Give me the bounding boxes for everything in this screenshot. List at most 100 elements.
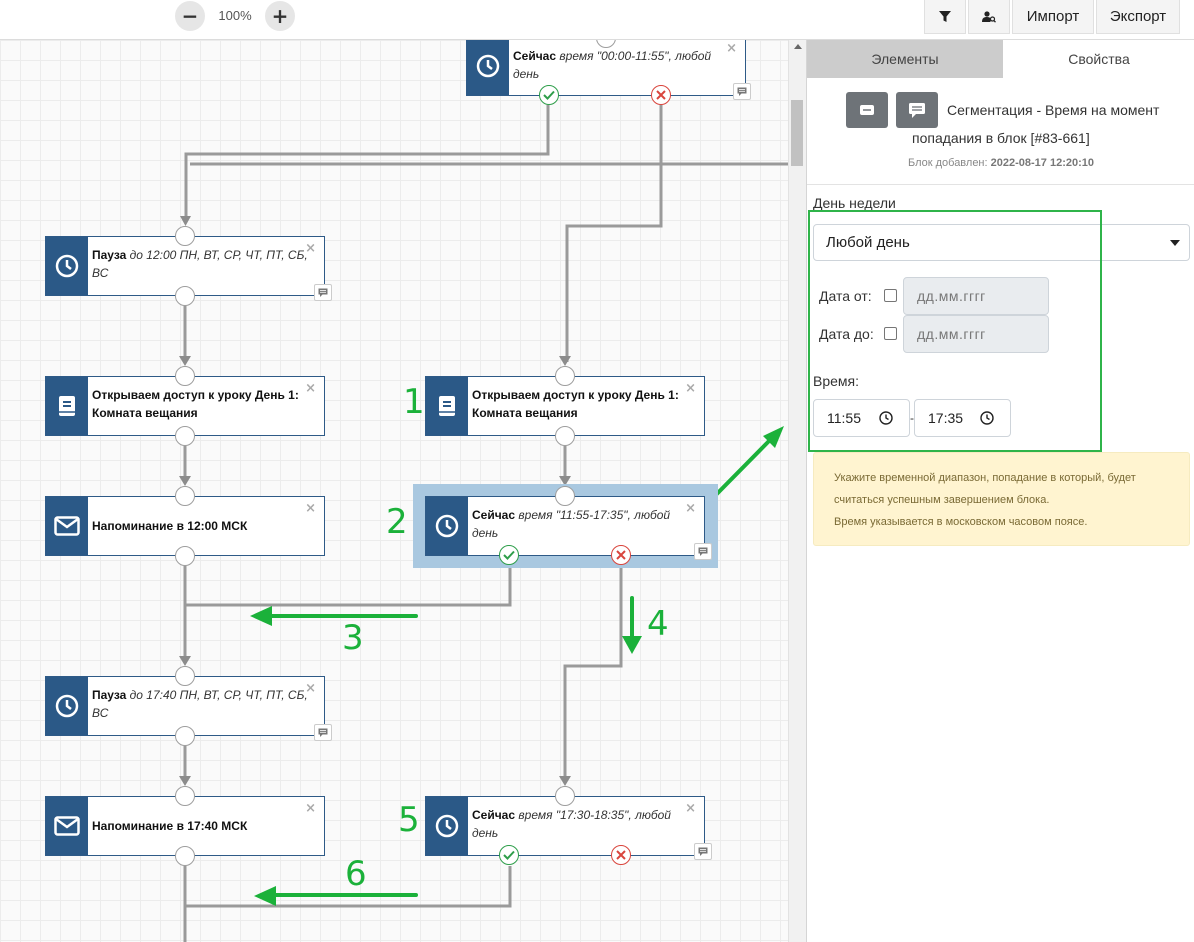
- flow-canvas[interactable]: Сейчас время "00:00-11:55", любой день ×…: [0, 40, 806, 942]
- node-output-port[interactable]: [555, 426, 575, 446]
- comment-icon[interactable]: [314, 284, 332, 301]
- fail-port[interactable]: [651, 85, 671, 105]
- filter-button[interactable]: [924, 0, 966, 34]
- tab-properties[interactable]: Свойства: [1003, 40, 1194, 78]
- annotation-5: 5: [398, 800, 420, 840]
- node-text: Пауза до 12:00 ПН, ВТ, СР, ЧТ, ПТ, СБ, В…: [92, 248, 308, 280]
- node-input-port[interactable]: [175, 786, 195, 806]
- clock-icon: [879, 411, 893, 425]
- block-title-line2: попадания в блок [#83-661]: [912, 130, 1090, 146]
- node-input-port[interactable]: [175, 366, 195, 386]
- envelope-icon-box: [46, 797, 88, 855]
- success-port[interactable]: [499, 545, 519, 565]
- date-from-input[interactable]: дд.мм.гггг: [903, 277, 1049, 315]
- top-toolbar: − 100% + Импорт Экспорт: [0, 0, 1194, 40]
- comment-icon[interactable]: [314, 724, 332, 741]
- close-icon[interactable]: ×: [685, 801, 696, 816]
- close-icon[interactable]: ×: [305, 801, 316, 816]
- node-input-port[interactable]: [555, 486, 575, 506]
- export-button[interactable]: Экспорт: [1096, 0, 1180, 34]
- clock-icon-box: [467, 40, 509, 95]
- clock-icon-box: [46, 677, 88, 735]
- node-input-port[interactable]: [175, 666, 195, 686]
- annotation-6: 6: [345, 854, 367, 894]
- node-now-1155-1735[interactable]: Сейчас время "11:55-17:35", любой день ×: [425, 496, 705, 556]
- node-text: Открываем доступ к уроку День 1: Комната…: [92, 388, 299, 420]
- close-icon[interactable]: ×: [305, 241, 316, 256]
- clock-icon: [476, 54, 500, 78]
- envelope-icon-box: [46, 497, 88, 555]
- book-icon-box: [426, 377, 468, 435]
- time-to-input[interactable]: 17:35: [914, 399, 1011, 437]
- clock-icon: [55, 254, 79, 278]
- user-search-icon: [982, 10, 996, 23]
- close-icon[interactable]: ×: [685, 381, 696, 396]
- time-label: Время:: [813, 373, 860, 389]
- envelope-icon: [54, 816, 80, 836]
- chevron-down-icon: [1170, 240, 1180, 246]
- success-port[interactable]: [499, 845, 519, 865]
- node-output-port[interactable]: [175, 846, 195, 866]
- scrollbar-thumb[interactable]: [791, 100, 803, 166]
- close-icon[interactable]: ×: [305, 381, 316, 396]
- import-button[interactable]: Импорт: [1012, 0, 1094, 34]
- clock-icon: [980, 411, 994, 425]
- zoom-level: 100%: [218, 8, 252, 23]
- weekday-label: День недели: [813, 195, 896, 211]
- panel-tabs: Элементы Свойства: [807, 40, 1194, 78]
- date-from-label: Дата от:: [819, 288, 872, 304]
- book-icon: [59, 396, 75, 416]
- check-icon: [503, 550, 515, 560]
- node-text: Напоминание в 17:40 МСК: [92, 819, 248, 833]
- node-input-port[interactable]: [555, 366, 575, 386]
- close-icon[interactable]: ×: [726, 41, 737, 56]
- close-icon[interactable]: ×: [305, 681, 316, 696]
- scroll-up-icon[interactable]: [794, 44, 802, 49]
- node-output-port[interactable]: [175, 286, 195, 306]
- date-from-checkbox[interactable]: [884, 289, 897, 302]
- clock-icon-box: [426, 497, 468, 555]
- node-pause-1200[interactable]: Пауза до 12:00 ПН, ВТ, СР, ЧТ, ПТ, СБ, В…: [45, 236, 325, 296]
- cross-icon: [616, 550, 626, 560]
- annotation-2: 2: [386, 502, 408, 542]
- comment-icon[interactable]: [733, 83, 751, 100]
- date-to-label: Дата до:: [819, 326, 874, 342]
- block-type-button[interactable]: [846, 92, 888, 128]
- fail-port[interactable]: [611, 845, 631, 865]
- date-to-checkbox[interactable]: [884, 327, 897, 340]
- node-output-port[interactable]: [175, 546, 195, 566]
- node-input-port[interactable]: [555, 786, 575, 806]
- node-text: Напоминание в 12:00 МСК: [92, 519, 248, 533]
- comment-icon[interactable]: [694, 543, 712, 560]
- node-input-port[interactable]: [175, 226, 195, 246]
- node-output-port[interactable]: [175, 726, 195, 746]
- date-to-input[interactable]: дд.мм.гггг: [903, 315, 1049, 353]
- check-icon: [503, 850, 515, 860]
- weekday-select[interactable]: Любой день: [813, 224, 1190, 261]
- close-icon[interactable]: ×: [305, 501, 316, 516]
- filter-icon: [939, 10, 951, 22]
- user-search-button[interactable]: [968, 0, 1010, 34]
- close-icon[interactable]: ×: [685, 501, 696, 516]
- node-text: Сейчас время "11:55-17:35", любой день: [472, 508, 671, 540]
- clock-icon-box: [46, 237, 88, 295]
- node-input-port[interactable]: [175, 486, 195, 506]
- time-from-input[interactable]: 11:55: [813, 399, 910, 437]
- node-now-1730-1835[interactable]: Сейчас время "17:30-18:35", любой день ×: [425, 796, 705, 856]
- node-now-0000-1155[interactable]: Сейчас время "00:00-11:55", любой день ×: [466, 40, 746, 96]
- info-note: Укажите временной диапазон, попадание в …: [813, 452, 1190, 546]
- success-port[interactable]: [539, 85, 559, 105]
- check-icon: [543, 90, 555, 100]
- clock-icon: [435, 814, 459, 838]
- block-comment-button[interactable]: [896, 92, 938, 128]
- zoom-in-button[interactable]: +: [265, 1, 295, 31]
- envelope-icon: [54, 516, 80, 536]
- block-added-info: Блок добавлен: 2022-08-17 12:20:10: [907, 157, 1094, 169]
- canvas-scrollbar[interactable]: [788, 40, 806, 942]
- node-output-port[interactable]: [175, 426, 195, 446]
- tab-elements[interactable]: Элементы: [807, 40, 1003, 78]
- comment-icon[interactable]: [694, 843, 712, 860]
- fail-port[interactable]: [611, 545, 631, 565]
- zoom-out-button[interactable]: −: [175, 1, 205, 31]
- clock-icon: [435, 514, 459, 538]
